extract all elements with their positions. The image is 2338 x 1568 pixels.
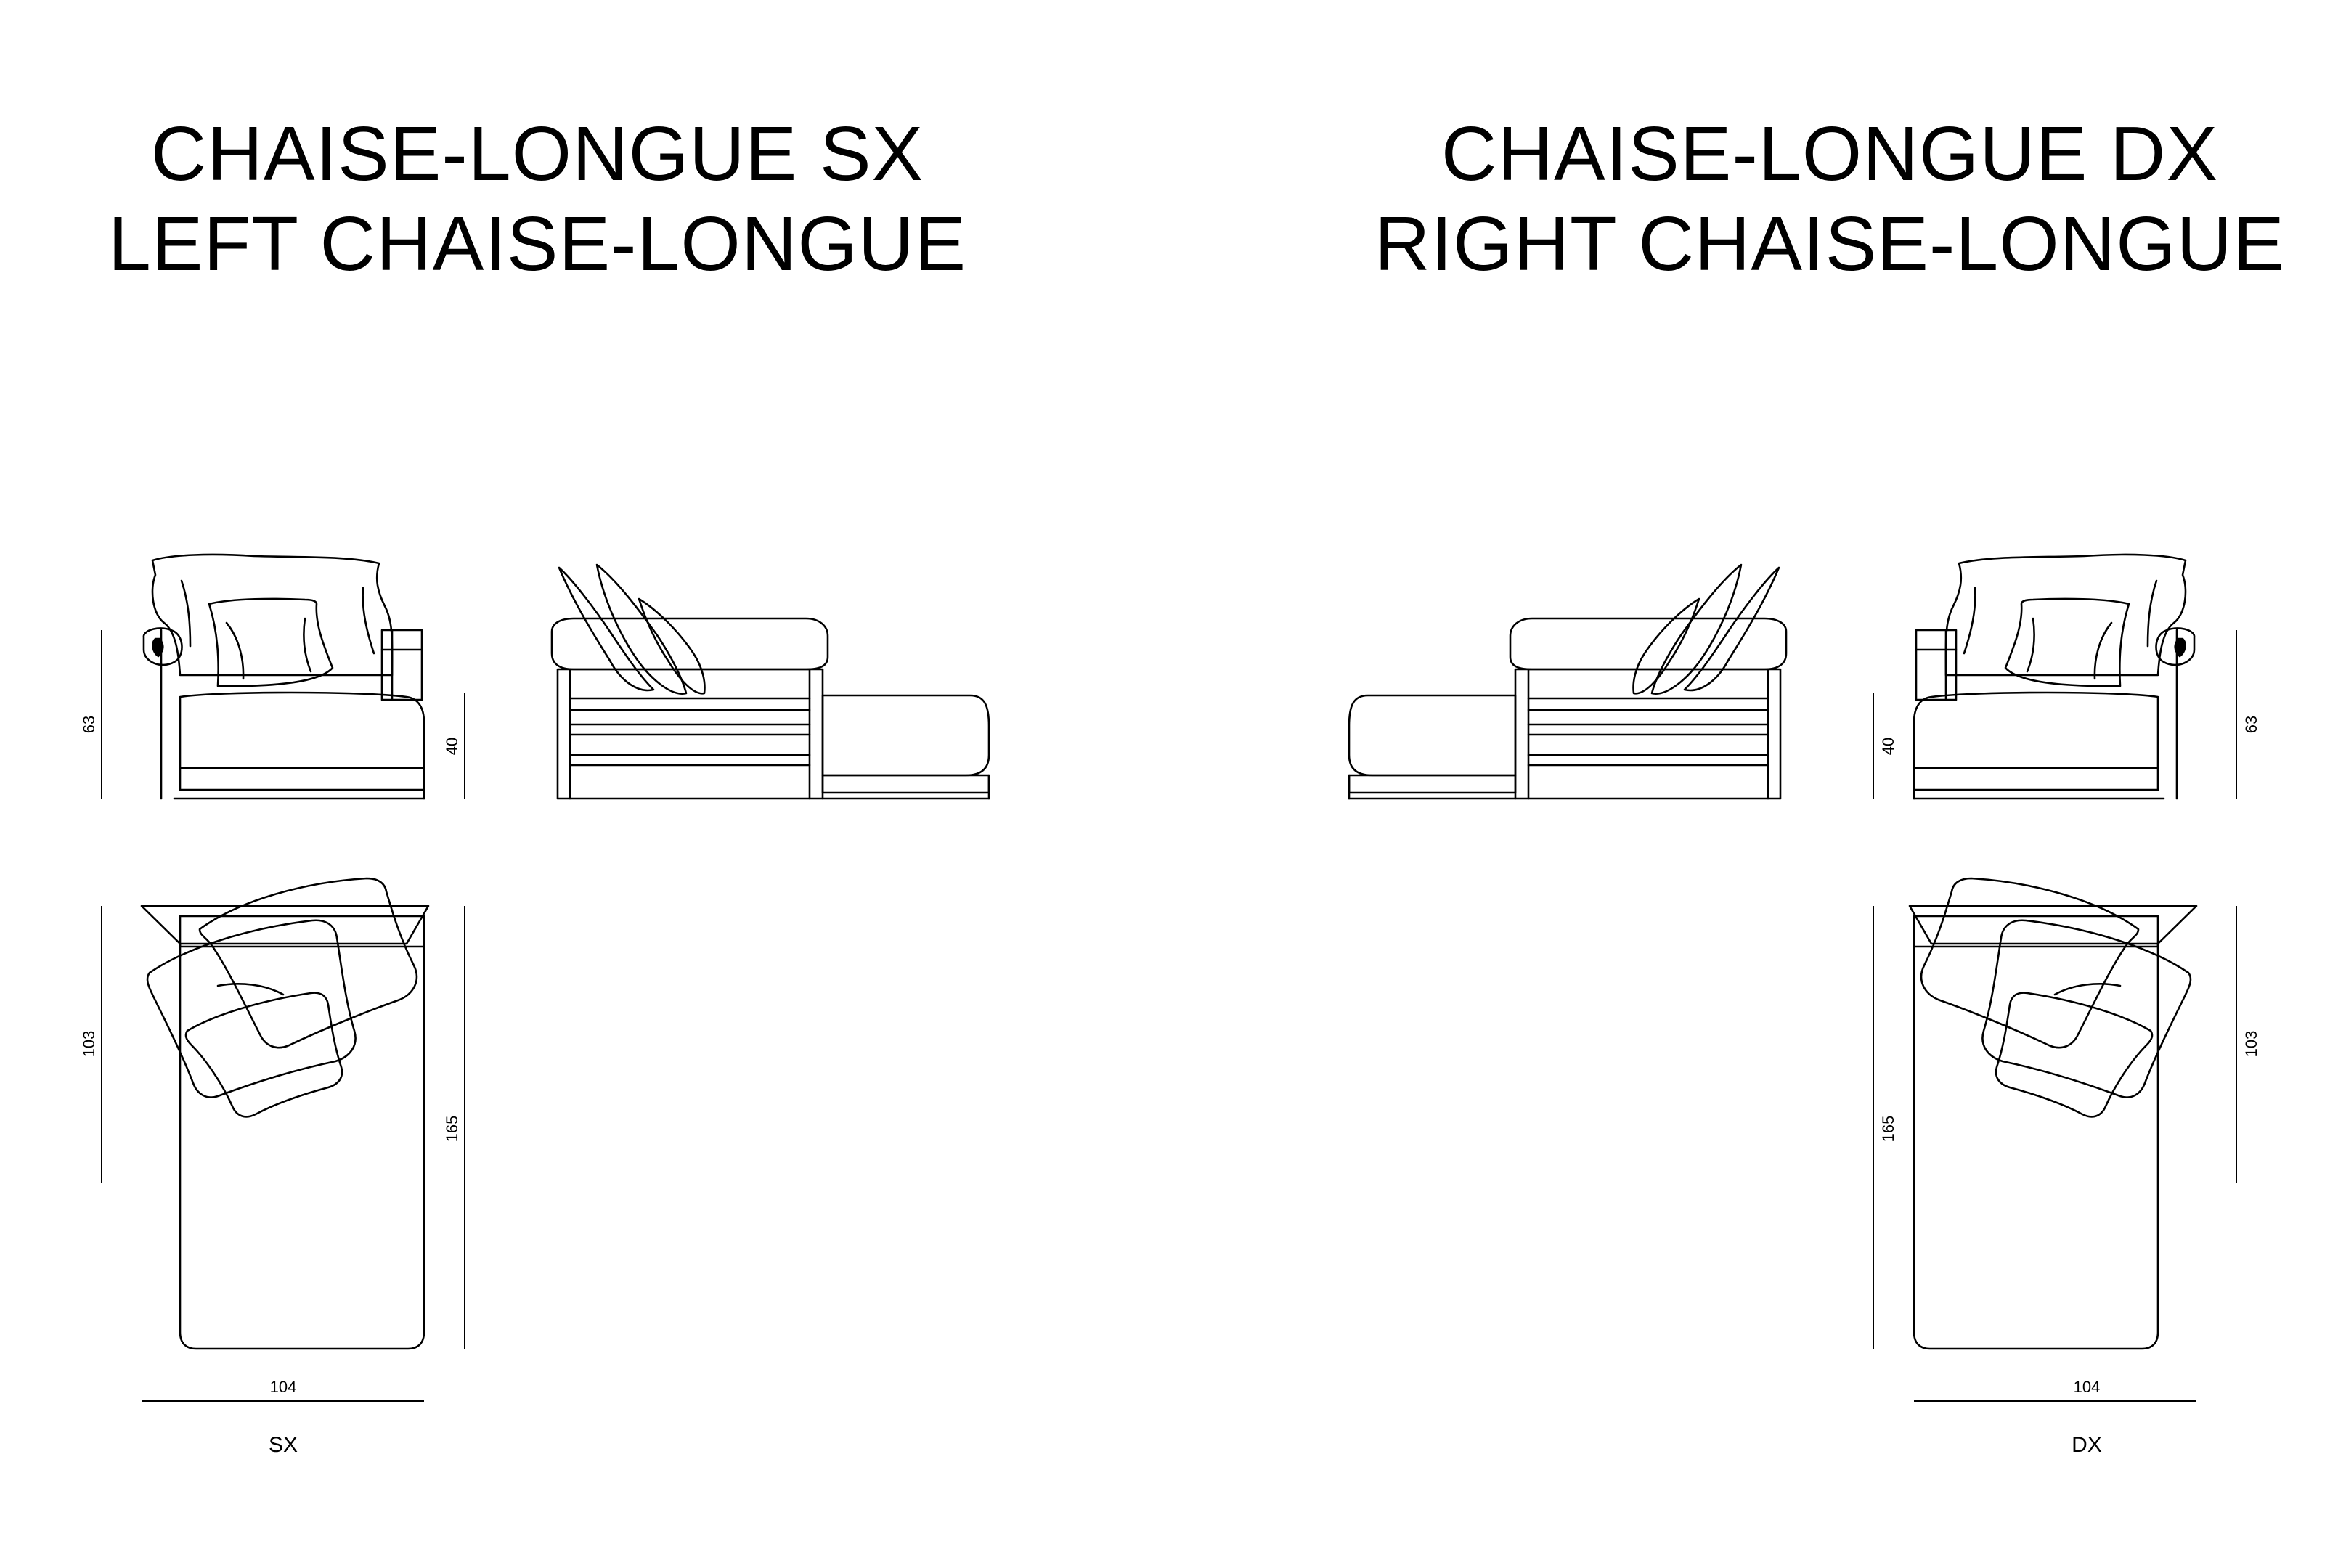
dim-front-height-right: 63	[2242, 716, 2260, 733]
dim-width-left: 104	[270, 1378, 297, 1396]
dim-seat-height-right: 40	[1879, 738, 1897, 755]
right-top-view	[1908, 877, 2198, 1350]
title-right-line1: CHAISE-LONGUE DX	[1441, 111, 2219, 197]
left-top-view	[140, 877, 430, 1350]
left-front-view	[142, 553, 425, 800]
dim-top-depth-left: 103	[80, 1031, 98, 1058]
title-left-line2: LEFT CHAISE-LONGUE	[107, 201, 967, 287]
dim-top-depth-right: 103	[2242, 1031, 2260, 1058]
label-sx: SX	[269, 1433, 298, 1457]
left-side-view	[550, 563, 990, 800]
title-left-line1: CHAISE-LONGUE SX	[150, 111, 924, 197]
right-front-view	[1913, 553, 2196, 800]
dim-width-right: 104	[2074, 1378, 2101, 1396]
title-right-chaise: CHAISE-LONGUE DX RIGHT CHAISE-LONGUE	[1321, 109, 2338, 289]
dim-front-height-left: 63	[80, 716, 98, 733]
dim-seat-height-left: 40	[443, 738, 461, 755]
dim-length-right: 165	[1879, 1116, 1897, 1143]
right-side-view	[1348, 563, 1788, 800]
title-left-chaise: CHAISE-LONGUE SX LEFT CHAISE-LONGUE	[29, 109, 1046, 289]
title-right-line2: RIGHT CHAISE-LONGUE	[1374, 201, 2285, 287]
label-dx: DX	[2072, 1433, 2102, 1457]
dim-length-left: 165	[443, 1116, 461, 1143]
